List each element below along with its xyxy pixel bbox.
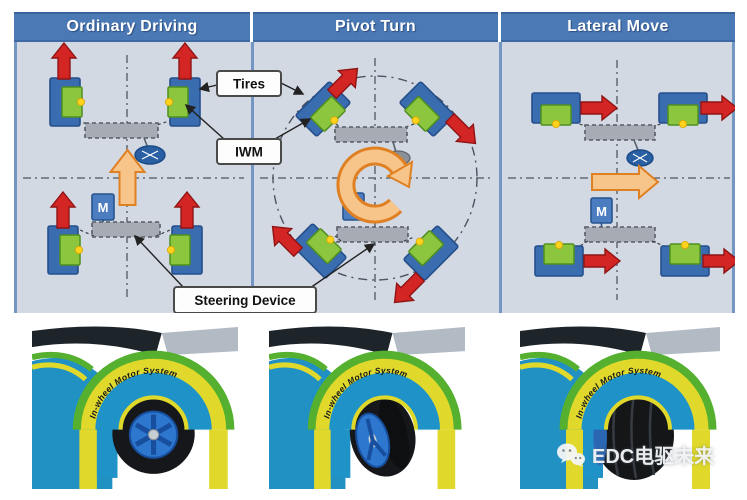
wheel-force-arrow <box>583 248 621 274</box>
wheel-force-arrow <box>50 191 76 229</box>
front-axle-steering-bar <box>84 122 159 139</box>
wheel-force-arrow <box>51 42 77 80</box>
panel-title: Lateral Move <box>567 18 669 35</box>
panel-pivot-turn: M <box>260 58 492 312</box>
wheel-force-arrow <box>174 191 200 229</box>
wheel-photo-svg: In-wheel Motor System <box>520 325 720 489</box>
photo-wheel-turned: In-wheel Motor System <box>269 325 465 489</box>
car-window <box>646 327 720 356</box>
wheel-turned-view <box>349 394 416 477</box>
motor-badge: M <box>91 193 115 225</box>
panel-ordinary-driving: M <box>23 42 244 300</box>
panel-border-right <box>732 42 735 313</box>
tire-front-right <box>164 77 201 127</box>
car-window <box>161 327 238 356</box>
panel-lateral-move: M <box>508 60 735 300</box>
wheel-force-arrow <box>580 95 618 121</box>
panel-title: Ordinary Driving <box>66 18 198 35</box>
rear-axle-steering-bar <box>584 226 656 243</box>
panel-border-left <box>14 42 17 313</box>
tire-rear-right <box>166 225 203 275</box>
callout-iwm: IWM <box>184 103 312 165</box>
mode-diagram-section: Ordinary Driving Pivot Turn Lateral Move <box>14 12 735 313</box>
wechat-icon <box>557 443 585 467</box>
wheel-sideways-view <box>593 391 674 480</box>
watermark-text: EDC电驱未来 <box>592 446 715 468</box>
wheel-front-view <box>112 393 195 474</box>
rear-axle-steering-bar <box>91 221 161 238</box>
panel-header-ordinary-driving: Ordinary Driving <box>14 12 250 42</box>
tire-front-left <box>49 77 86 127</box>
panel-header-lateral-move: Lateral Move <box>501 12 735 42</box>
motor-label: M <box>596 204 607 219</box>
pivot-rotation-arrow <box>336 146 414 224</box>
callout-steering-device: Steering Device <box>133 234 376 313</box>
fender-arches <box>307 350 462 489</box>
car-window <box>392 327 465 356</box>
front-axle-steering-bar <box>584 124 656 141</box>
tire-rear-right <box>660 240 710 277</box>
panel-divider-2 <box>499 42 502 313</box>
car-roof <box>269 326 393 356</box>
brand-watermark: EDC电驱未来 <box>556 440 714 469</box>
panel-header-pivot-turn: Pivot Turn <box>253 12 498 42</box>
motor-badge: M <box>590 197 613 227</box>
tire-front-left <box>531 92 581 129</box>
photo-wheel-straight: In-wheel Motor System <box>32 325 238 489</box>
wheel-photo-svg: In-wheel Motor System <box>269 325 465 489</box>
panel-divider-1 <box>251 42 254 313</box>
front-axle-steering-bar <box>334 126 408 143</box>
photo-wheel-sideways: In-wheel Motor System <box>520 325 720 489</box>
panel-title: Pivot Turn <box>335 18 416 35</box>
rear-axle-steering-bar <box>336 226 409 243</box>
wheel-photo-svg: In-wheel Motor System <box>32 325 238 489</box>
tire-front-right <box>658 92 708 129</box>
callout-tires: Tires <box>198 70 305 97</box>
vehicle-motion-arrow-lateral <box>591 163 660 201</box>
iwm-label: IWM <box>235 145 263 160</box>
wheel-force-arrow <box>172 42 198 80</box>
steering-actuator-icon <box>626 149 654 167</box>
tire-rear-right <box>399 221 460 282</box>
steering-device-label: Steering Device <box>194 293 296 308</box>
vehicle-motion-arrow-forward <box>108 148 147 206</box>
tire-rear-left <box>534 240 584 277</box>
schematic-svg: M <box>23 42 735 313</box>
car-roof <box>32 326 162 356</box>
tires-label: Tires <box>233 77 265 92</box>
tire-rear-left <box>47 225 84 275</box>
motor-label: M <box>98 200 109 215</box>
car-roof <box>520 326 646 356</box>
steering-actuator-icon <box>134 145 166 165</box>
fender-arches <box>72 350 235 489</box>
